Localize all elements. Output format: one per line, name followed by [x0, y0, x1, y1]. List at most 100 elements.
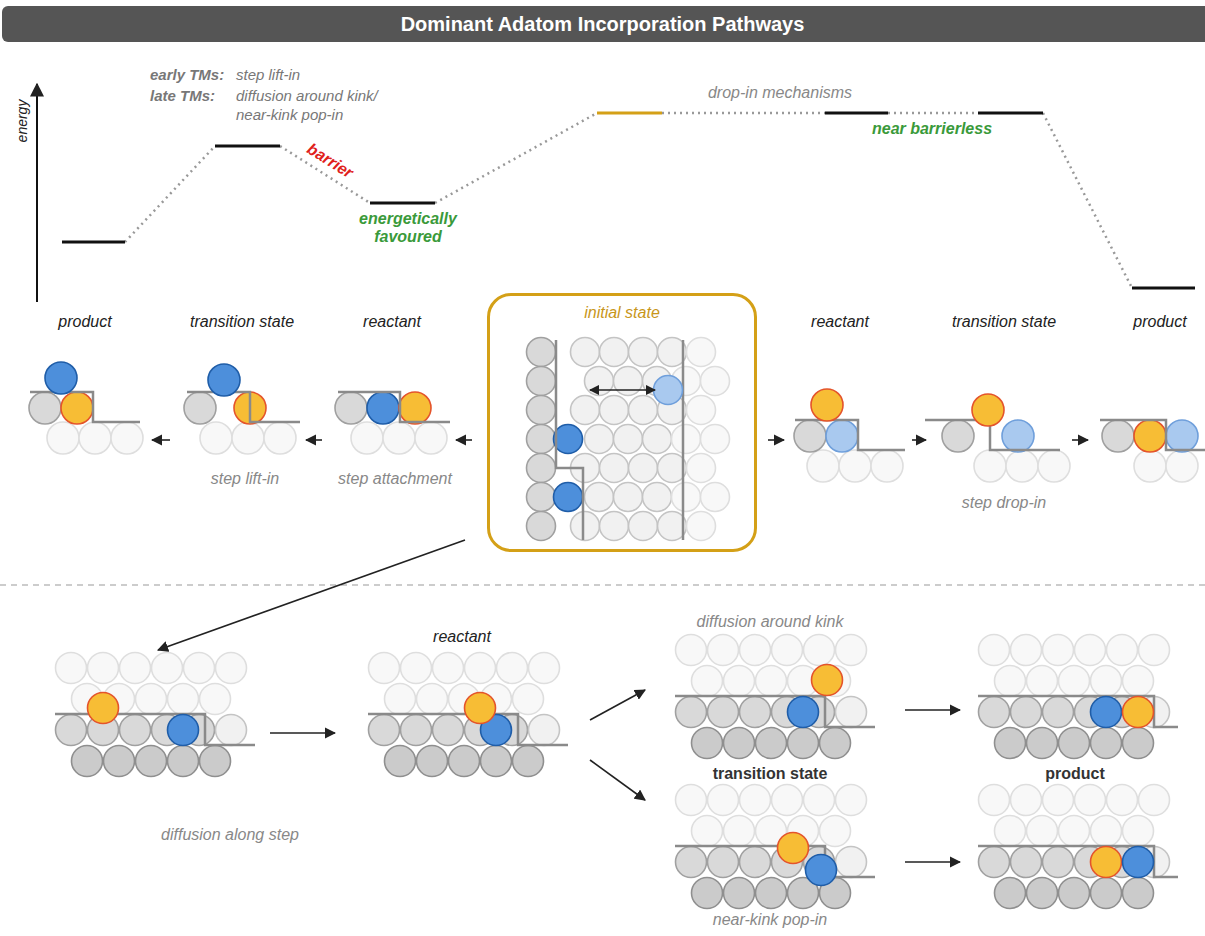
surface-atom [672, 425, 701, 454]
process-arrow [590, 690, 645, 720]
surface-atom [120, 653, 151, 684]
surface-atom [1139, 785, 1170, 816]
surface-atom [168, 684, 199, 715]
surface-atom [676, 697, 707, 728]
surface-atom [820, 816, 851, 847]
process-arrow [158, 540, 465, 650]
metal-group: early TMs: [150, 66, 224, 84]
surface-atom [1059, 878, 1090, 909]
surface-atom [672, 483, 701, 512]
kink-atom [826, 420, 858, 452]
surface-atom [56, 715, 87, 746]
adatom [972, 394, 1004, 426]
process-arrow [768, 439, 784, 441]
surface-atom [629, 512, 658, 541]
surface-atom [1011, 697, 1042, 728]
surface-atom [643, 425, 672, 454]
surface-atom [1075, 635, 1106, 666]
surface-atom [465, 653, 496, 684]
surface-atom [676, 635, 707, 666]
state-label: product [1133, 313, 1186, 331]
surface-atom [1027, 728, 1058, 759]
surface-atom [216, 715, 247, 746]
surface-atom [136, 746, 167, 777]
surface-atom [600, 338, 629, 367]
surface-atom [979, 847, 1010, 878]
step-edge [675, 696, 875, 727]
surface-atom [1043, 635, 1074, 666]
surface-atom [449, 746, 480, 777]
state-label: product [1045, 765, 1105, 783]
adatom [88, 693, 119, 724]
surface-atom [804, 785, 835, 816]
kink-atom [554, 425, 583, 454]
surface-atom [687, 338, 716, 367]
surface-atom [708, 847, 739, 878]
surface-atom [184, 392, 216, 424]
surface-atom [1027, 878, 1058, 909]
surface-atom [527, 483, 556, 512]
surface-atom [29, 392, 61, 424]
figure-title: Dominant Adatom Incorporation Pathways [0, 7, 1205, 42]
surface-atom [527, 338, 556, 367]
mechanism-name: step drop-in [962, 494, 1047, 512]
kink-atom [1123, 847, 1154, 878]
surface-atom [1166, 450, 1198, 482]
metal-group: late TMs: [150, 87, 215, 105]
surface-atom [433, 715, 464, 746]
adatom [811, 389, 843, 421]
surface-atom [979, 785, 1010, 816]
surface-atom [111, 422, 143, 454]
surface-atom [1027, 816, 1058, 847]
surface-atom [513, 746, 544, 777]
step-edge [675, 846, 875, 877]
surface-atom [385, 746, 416, 777]
surface-atom [1107, 635, 1138, 666]
surface-atom [724, 816, 755, 847]
state-box: initial state [487, 293, 757, 552]
surface-atom [1043, 785, 1074, 816]
surface-atom [629, 338, 658, 367]
axis-label: energy [13, 100, 31, 143]
diffusion-arrow [590, 389, 655, 391]
surface-atom [383, 422, 415, 454]
energy-axis [36, 84, 38, 302]
surface-atom [585, 483, 614, 512]
process-arrow [590, 760, 645, 800]
surface-atom [692, 878, 723, 909]
surface-atom [794, 420, 826, 452]
surface-atom [1134, 450, 1166, 482]
energy-note: energetically favoured [353, 210, 463, 246]
surface-atom [351, 422, 383, 454]
mechanism-name: diffusion around kink/ [236, 87, 378, 105]
state-label: reactant [811, 313, 869, 331]
surface-atom [1059, 666, 1090, 697]
surface-atom [433, 653, 464, 684]
surface-atom [995, 666, 1026, 697]
surface-atom [1123, 878, 1154, 909]
process-arrow [1072, 439, 1088, 441]
surface-atom [369, 653, 400, 684]
surface-atom [529, 653, 560, 684]
surface-atom [629, 396, 658, 425]
surface-atom [232, 422, 264, 454]
surface-atom [687, 512, 716, 541]
step-edge [187, 392, 300, 422]
step-edge [978, 846, 1178, 877]
process-arrow [456, 439, 472, 441]
adatom [1134, 420, 1166, 452]
kink-atom [806, 855, 837, 886]
mechanism-name: diffusion along step [161, 826, 299, 844]
surface-atom [836, 697, 867, 728]
surface-atom [1123, 666, 1154, 697]
mechanism-name: step lift-in [236, 66, 300, 84]
surface-atom [88, 653, 119, 684]
adatom [61, 392, 93, 424]
surface-atom [200, 422, 232, 454]
surface-atom [692, 816, 723, 847]
state-label: transition state [952, 313, 1056, 331]
surface-atom [1091, 878, 1122, 909]
surface-atom [1043, 847, 1074, 878]
kink-atom [554, 483, 583, 512]
step-edge [556, 340, 583, 540]
